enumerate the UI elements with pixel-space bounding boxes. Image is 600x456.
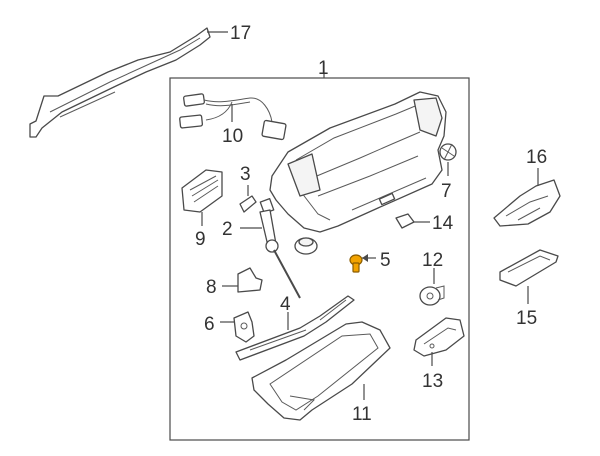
- part-4-bar: [235, 295, 355, 361]
- part-11-door: [251, 321, 391, 421]
- callout-4: 4: [280, 294, 291, 315]
- callout-7: 7: [441, 181, 452, 202]
- callout-10: 10: [222, 126, 243, 147]
- callout-5: 5: [380, 250, 391, 271]
- part-13-handle: [413, 317, 465, 366]
- part-3-tab: [239, 185, 257, 213]
- callout-3: 3: [240, 164, 251, 185]
- part-14-clip: [395, 213, 430, 229]
- assembly-frame: [169, 77, 470, 441]
- callout-16: 16: [526, 147, 547, 168]
- callout-13: 13: [422, 371, 443, 392]
- part-7-clip: [439, 143, 457, 176]
- callout-14: 14: [432, 213, 454, 234]
- callout-15: 15: [516, 308, 537, 329]
- part-8-bracket: [222, 267, 263, 293]
- callout-17: 17: [230, 23, 251, 44]
- callout-2: 2: [222, 219, 233, 240]
- callout-9: 9: [195, 229, 206, 250]
- part-12-clip: [419, 268, 445, 306]
- callout-8: 8: [206, 277, 217, 298]
- callout-1: 1: [318, 58, 329, 79]
- part-10-harness: [179, 93, 287, 141]
- part-5-bolt-highlighted: [349, 254, 376, 273]
- callout-12: 12: [422, 250, 443, 271]
- part-6-bracket: [220, 311, 255, 343]
- part-grommet: [294, 237, 318, 255]
- part-15-pad: [499, 249, 559, 304]
- part-16-trim: [493, 168, 561, 227]
- part-1-housing: [269, 91, 447, 233]
- part-2-damper: [240, 198, 301, 299]
- callout-6: 6: [204, 314, 215, 335]
- callout-11: 11: [352, 404, 372, 425]
- part-9-latch: [181, 169, 223, 226]
- part-17-strip: [29, 27, 228, 138]
